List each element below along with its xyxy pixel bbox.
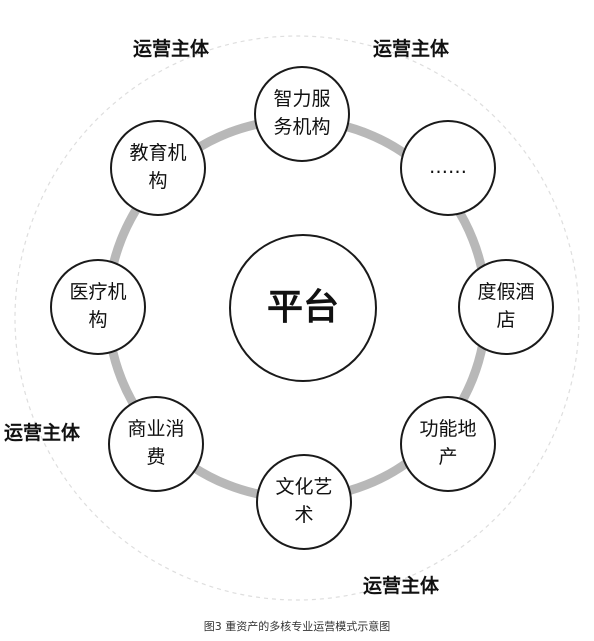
service-node-resort-hotel: 度假酒 店: [458, 259, 554, 355]
service-node-commercial-consumption: 商业消 费: [108, 396, 204, 492]
service-node-label: 度假酒 店: [477, 281, 535, 331]
figure-caption: 图3 重资产的多核专业运营模式示意图: [203, 620, 391, 633]
service-node-label: 文化艺 术: [275, 476, 333, 526]
outer-dashed-boundary: [14, 35, 580, 601]
operator-label-top-right: 运营主体: [373, 38, 450, 60]
service-node-functional-real-estate: 功能地 产: [400, 396, 496, 492]
service-node-label: 医疗机 构: [69, 281, 127, 331]
service-node-culture-art: 文化艺 术: [256, 454, 352, 550]
operator-label-bottom-right: 运营主体: [363, 575, 440, 597]
platform-label: 平台: [266, 287, 339, 328]
platform-center-node: 平台: [229, 234, 377, 382]
service-node-education-institution: 教育机 构: [110, 120, 206, 216]
service-node-medical-institution: 医疗机 构: [50, 259, 146, 355]
operator-label-top-left: 运营主体: [133, 38, 210, 60]
service-node-ellipsis: ……: [400, 120, 496, 216]
service-node-label: 功能地 产: [419, 418, 477, 468]
service-node-intellectual-services: 智力服 务机构: [254, 66, 350, 162]
service-node-label: 商业消 费: [127, 418, 185, 468]
operator-label-left: 运营主体: [4, 422, 81, 444]
service-node-label: 智力服 务机构: [273, 88, 331, 138]
service-node-label: 教育机 构: [129, 142, 187, 192]
service-node-label: ……: [429, 156, 467, 179]
